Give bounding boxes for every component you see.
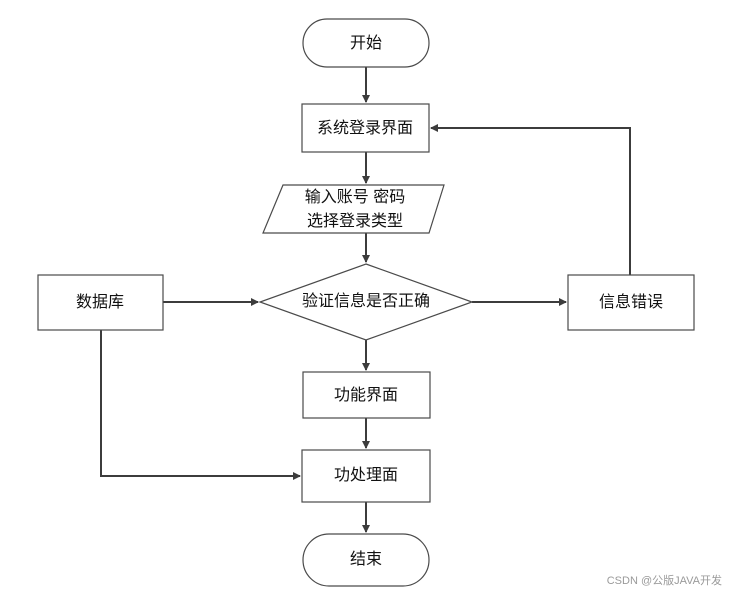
error-label: 信息错误	[599, 293, 663, 311]
input-parallelogram-shape	[262, 184, 445, 234]
function-node: 功能界面	[302, 371, 431, 419]
process-box	[301, 449, 431, 503]
connectors	[100, 67, 631, 533]
login-node: 系统登录界面	[301, 103, 430, 153]
verify-decision-diamond	[258, 263, 474, 341]
login-process-box	[301, 103, 430, 153]
edge-error-to-login	[430, 124, 631, 275]
input-label-line1: 输入账号 密码	[305, 188, 405, 206]
end-terminator-shape	[302, 533, 430, 587]
verify-label: 验证信息是否正确	[302, 292, 430, 310]
end-node: 结束	[302, 533, 430, 587]
input-label-line2: 选择登录类型	[307, 212, 403, 230]
start-node: 开始	[302, 18, 430, 68]
error-box	[567, 274, 695, 331]
edge-database-to-process	[100, 330, 301, 480]
start-terminator-shape	[302, 18, 430, 68]
login-label: 系统登录界面	[317, 119, 413, 137]
verify-node: 验证信息是否正确	[258, 263, 474, 341]
end-label: 结束	[350, 550, 382, 568]
start-label: 开始	[350, 34, 382, 52]
database-box	[37, 274, 164, 331]
process-label: 功处理面	[334, 466, 398, 484]
process-node: 功处理面	[301, 449, 431, 503]
watermark: CSDN @公版JAVA开发	[607, 573, 722, 587]
function-label: 功能界面	[334, 386, 398, 404]
database-node: 数据库	[37, 274, 164, 331]
database-label: 数据库	[76, 293, 124, 311]
error-node: 信息错误	[567, 274, 695, 331]
function-process-box	[302, 371, 431, 419]
input-node: 输入账号 密码 选择登录类型	[262, 184, 445, 234]
